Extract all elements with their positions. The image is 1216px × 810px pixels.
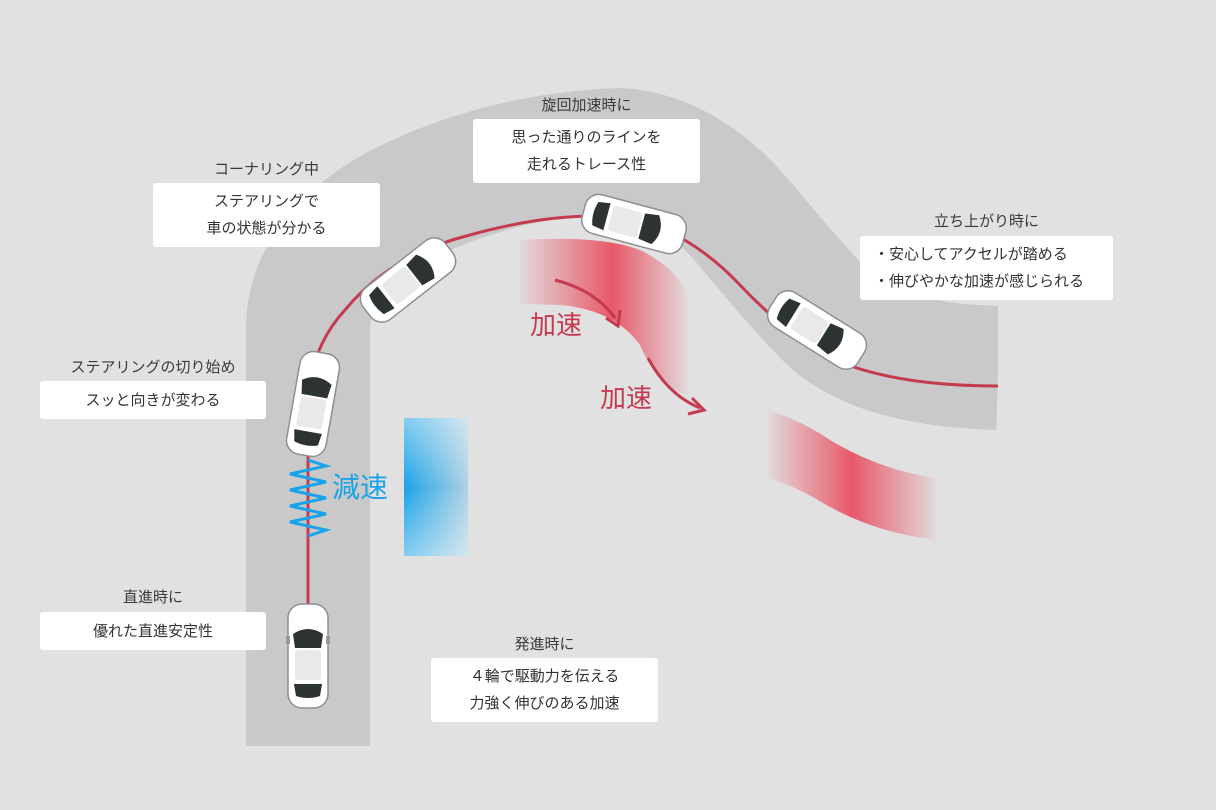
- stage-card-line: ステアリングで: [213, 192, 319, 210]
- stage-card-straight: 優れた直進安定性: [40, 612, 266, 650]
- stage-card-line: 思った通りのラインを: [511, 128, 662, 146]
- road-end-cut: [998, 280, 1216, 500]
- stage-card-turn-in: スッと向きが変わる: [40, 381, 266, 419]
- stage-heading-exit: 立ち上がり時に: [933, 212, 1039, 230]
- accel-arrow-1-head: [605, 309, 622, 329]
- stage-card-line: スッと向きが変わる: [85, 390, 221, 409]
- car-icon-turn-in: [285, 350, 341, 458]
- stage-card-cornering-accel: 思った通りのラインを 走れるトレース性: [473, 119, 700, 183]
- accel-label-2: 加速: [600, 384, 652, 414]
- stage-card-line: 走れるトレース性: [526, 155, 647, 173]
- stage-card-line: 力強く伸びのある加速: [469, 694, 620, 712]
- accel-arrow-1: [554, 278, 617, 319]
- accel-force-zone-2: [768, 410, 936, 540]
- stage-heading-launch: 発進時に: [514, 635, 575, 653]
- stage-heading-cornering: コーナリング中: [213, 160, 319, 178]
- stage-card-exit: ・安心してアクセルが踏める ・伸びやかな加速が感じられる: [860, 236, 1113, 300]
- stage-card-line: 車の状態が分かる: [206, 219, 327, 237]
- stage-card-line: ４輪で駆動力を伝える: [469, 667, 620, 685]
- stage-heading-cornering-accel: 旋回加速時に: [541, 96, 632, 114]
- decel-label: 減速: [332, 471, 388, 504]
- stage-card-cornering: ステアリングで 車の状態が分かる: [153, 183, 380, 247]
- stage-heading-straight: 直進時に: [122, 588, 183, 606]
- car-icon-exit: [766, 290, 868, 370]
- accel-force-zone-1: [520, 238, 689, 395]
- car-icon-cornering-accel: [580, 193, 688, 255]
- accel-arrow-2: [646, 357, 701, 410]
- accel-arrow-2-head: [687, 396, 707, 416]
- stage-heading-turn-in: ステアリングの切り始め: [70, 358, 236, 376]
- stage-card-line: ・安心してアクセルが踏める: [874, 245, 1068, 263]
- car-icon-cornering: [359, 237, 457, 323]
- stage-card-launch: ４輪で駆動力を伝える 力強く伸びのある加速: [431, 658, 658, 722]
- road-start-cut: [246, 746, 406, 810]
- car-icon-straight: [286, 603, 330, 709]
- stage-card-line: ・伸びやかな加速が感じられる: [874, 272, 1085, 290]
- decel-force-fade: [404, 418, 468, 556]
- stage-card-line: 優れた直進安定性: [92, 621, 213, 640]
- accel-label-1: 加速: [530, 311, 582, 341]
- decel-zigzag: [289, 458, 332, 538]
